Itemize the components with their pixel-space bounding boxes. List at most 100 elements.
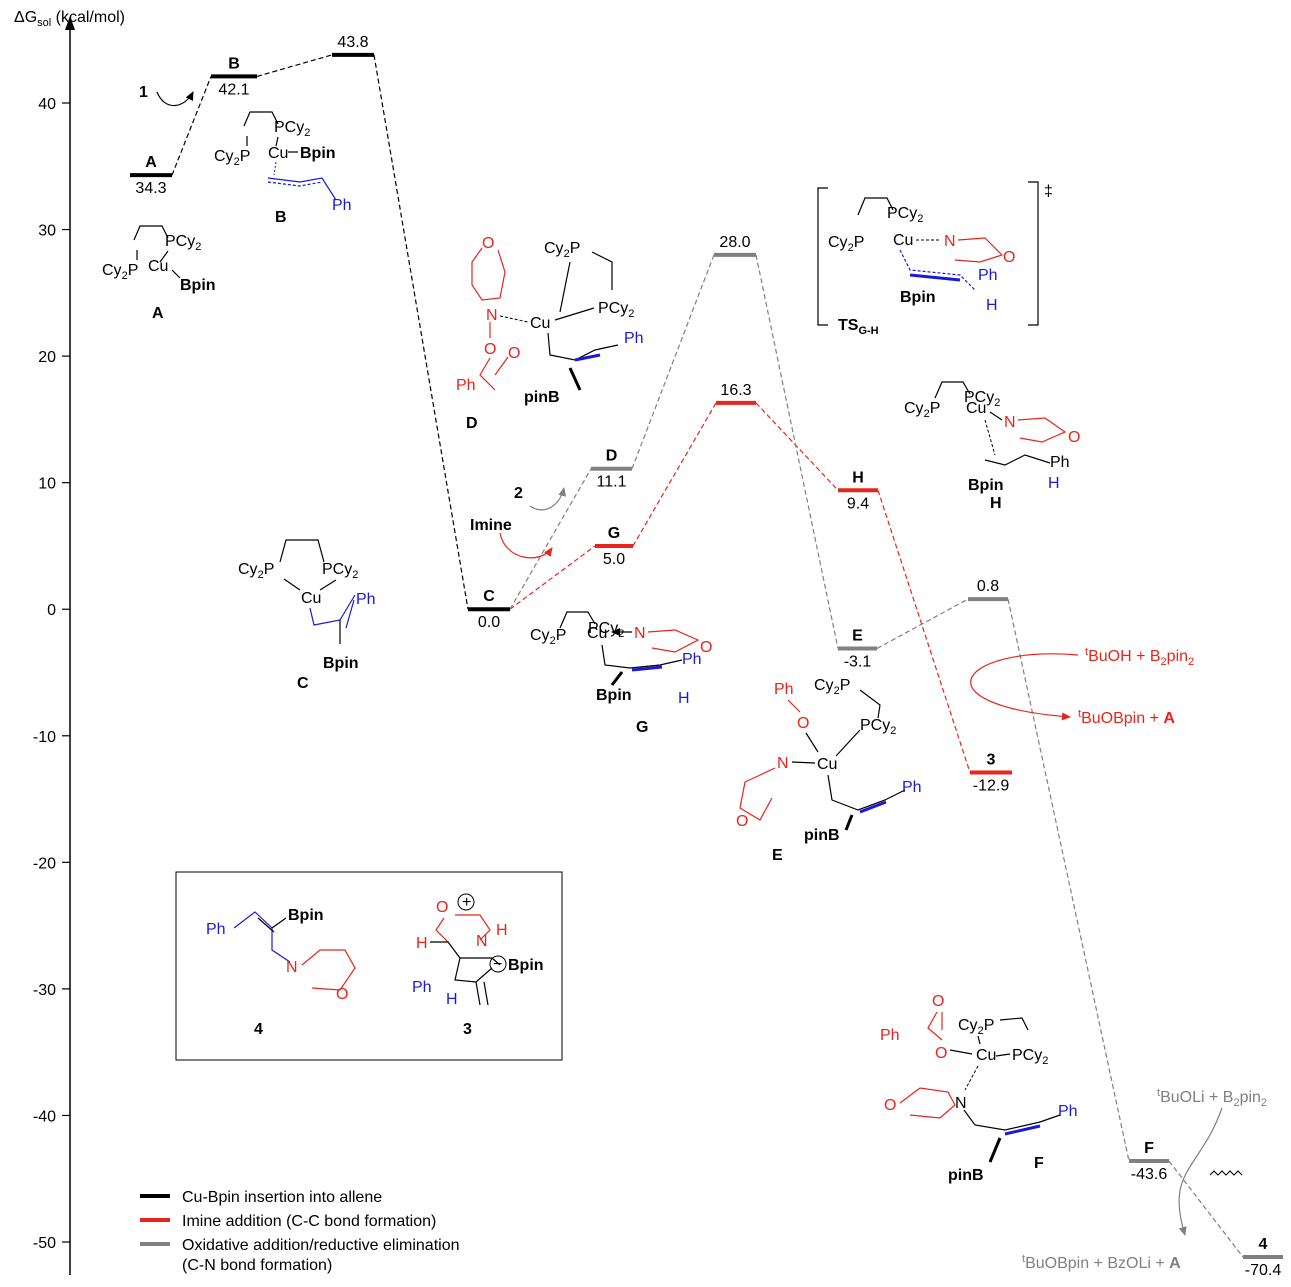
svg-text:PCy2: PCy2 — [274, 119, 310, 139]
level-name-d: D — [606, 448, 618, 465]
svg-text:Bpin: Bpin — [596, 687, 632, 704]
svg-text:PCy2: PCy2 — [598, 300, 634, 320]
structure-a: PCy2 Cy2P Cu Bpin A — [102, 225, 216, 322]
level-value-a: 34.3 — [135, 180, 166, 197]
svg-text:TSG-H: TSG-H — [838, 317, 879, 337]
svg-text:H: H — [986, 297, 998, 314]
svg-text:Cu: Cu — [530, 315, 550, 332]
svg-text:O: O — [884, 1097, 896, 1114]
svg-text:O: O — [935, 1045, 947, 1062]
svg-text:Bpin: Bpin — [900, 289, 936, 306]
tbuoli-arrow — [1178, 1107, 1223, 1236]
svg-text:O: O — [700, 639, 712, 656]
y-tick-label: 20 — [38, 349, 56, 366]
svg-text:Cy2P: Cy2P — [238, 561, 274, 581]
level-name-b: B — [228, 55, 240, 72]
break-mark — [1209, 1170, 1243, 1176]
svg-text:Ph: Ph — [902, 779, 922, 796]
structure-b: PCy2 Cy2P Cu Bpin Ph B — [214, 111, 352, 226]
svg-text:Cu: Cu — [268, 145, 288, 162]
structure-c: Cy2P PCy2 Cu Ph Bpin C — [238, 539, 376, 692]
inset-frame — [175, 871, 563, 1061]
svg-text:C: C — [297, 675, 309, 692]
connector-ts1-c — [373, 54, 469, 610]
svg-text:Cy2P: Cy2P — [904, 400, 940, 420]
svg-text:+: + — [462, 894, 471, 911]
legend-label-gray-line2: (C-N bond formation) — [182, 1257, 332, 1274]
connector-g-tsg — [632, 402, 717, 547]
energy-levels — [130, 52, 1283, 1259]
svg-text:H: H — [1048, 475, 1060, 492]
svg-text:H: H — [496, 922, 508, 939]
y-axis-title: ΔGsol (kcal/mol) — [14, 9, 125, 29]
svg-text:Ph: Ph — [206, 921, 226, 938]
svg-text:pinB: pinB — [948, 1167, 984, 1184]
connector-tse-f — [1007, 598, 1130, 1162]
y-tick-label: -20 — [33, 855, 56, 872]
svg-text:PCy2: PCy2 — [588, 620, 624, 640]
level-name-g: G — [608, 525, 620, 542]
svg-text:N: N — [286, 959, 298, 976]
level-value-d: 11.1 — [597, 474, 627, 491]
svg-text:H: H — [678, 690, 690, 707]
y-tick-label: 0 — [47, 602, 56, 619]
level-name-e: E — [852, 627, 863, 644]
svg-text:Ph: Ph — [1050, 454, 1070, 471]
svg-text:Ph: Ph — [978, 267, 998, 284]
svg-text:Cu: Cu — [817, 756, 837, 773]
svg-text:Bpin: Bpin — [288, 907, 324, 924]
level-value-p4: -70.4 — [1245, 1262, 1282, 1279]
connector-h-p3 — [877, 490, 971, 773]
svg-text:Cu: Cu — [587, 625, 607, 642]
products-label: tBuOBpin + BzOLi + A — [1022, 1253, 1181, 1272]
svg-text:Cy2P: Cy2P — [530, 627, 566, 647]
imine-label: Imine — [470, 517, 512, 534]
svg-text:Ph: Ph — [456, 377, 476, 394]
level-value-c: 0.0 — [478, 614, 500, 631]
svg-text:Ph: Ph — [682, 651, 702, 668]
svg-text:pinB: pinB — [804, 827, 840, 844]
reagent-2-arrow — [529, 487, 567, 511]
level-name-p3: 3 — [987, 751, 996, 768]
svg-text:−: − — [493, 956, 502, 973]
svg-text:B: B — [275, 209, 287, 226]
svg-text:Cu: Cu — [301, 590, 321, 607]
reagent-2-label: 2 — [514, 485, 523, 502]
svg-text:N: N — [777, 755, 789, 772]
level-value-tse: 0.8 — [977, 578, 999, 595]
level-value-e: -3.1 — [844, 653, 872, 670]
y-tick-label: -30 — [33, 982, 56, 999]
reagent-1-arrow — [156, 91, 194, 107]
svg-text:N: N — [486, 307, 498, 324]
level-value-f: -43.6 — [1131, 1166, 1168, 1183]
svg-text:‡: ‡ — [1044, 183, 1053, 200]
level-value-b: 42.1 — [218, 81, 249, 98]
svg-text:O: O — [482, 235, 494, 252]
svg-text:Ph: Ph — [880, 1027, 900, 1044]
svg-text:N: N — [1004, 414, 1016, 431]
svg-text:O: O — [1068, 429, 1080, 446]
svg-text:PCy2: PCy2 — [887, 205, 923, 225]
svg-text:3: 3 — [463, 1021, 472, 1038]
svg-text:O: O — [484, 341, 496, 358]
structure-d: O N O O Ph Cy2P PCy2 Cu Ph pinB D — [456, 235, 644, 432]
svg-text:Cy2P: Cy2P — [814, 677, 850, 697]
reagent-annotations: 1 2 Imine tBuOH + B2pin2 tBuOBpin + A tB… — [139, 84, 1267, 1272]
level-value-h: 9.4 — [847, 495, 869, 512]
level-value-ts1: 43.8 — [337, 34, 368, 51]
svg-text:Cu: Cu — [893, 232, 913, 249]
structure-g: PCy2 Cy2P Cu N O Ph H Bpin G — [530, 611, 712, 736]
legend-label-red: Imine addition (C-C bond formation) — [182, 1213, 436, 1230]
svg-text:pinB: pinB — [524, 389, 560, 406]
svg-text:Cy2P: Cy2P — [544, 240, 580, 260]
level-name-p4: 4 — [1259, 1236, 1268, 1253]
y-axis-arrowhead — [65, 16, 75, 30]
connector-a-b — [171, 76, 212, 176]
svg-text:H: H — [446, 991, 458, 1008]
tbuoh-arrow — [970, 653, 1079, 721]
level-name-c: C — [483, 588, 495, 605]
level-value-tsg: 16.3 — [720, 382, 751, 399]
pathway-connectors — [171, 54, 1244, 1258]
